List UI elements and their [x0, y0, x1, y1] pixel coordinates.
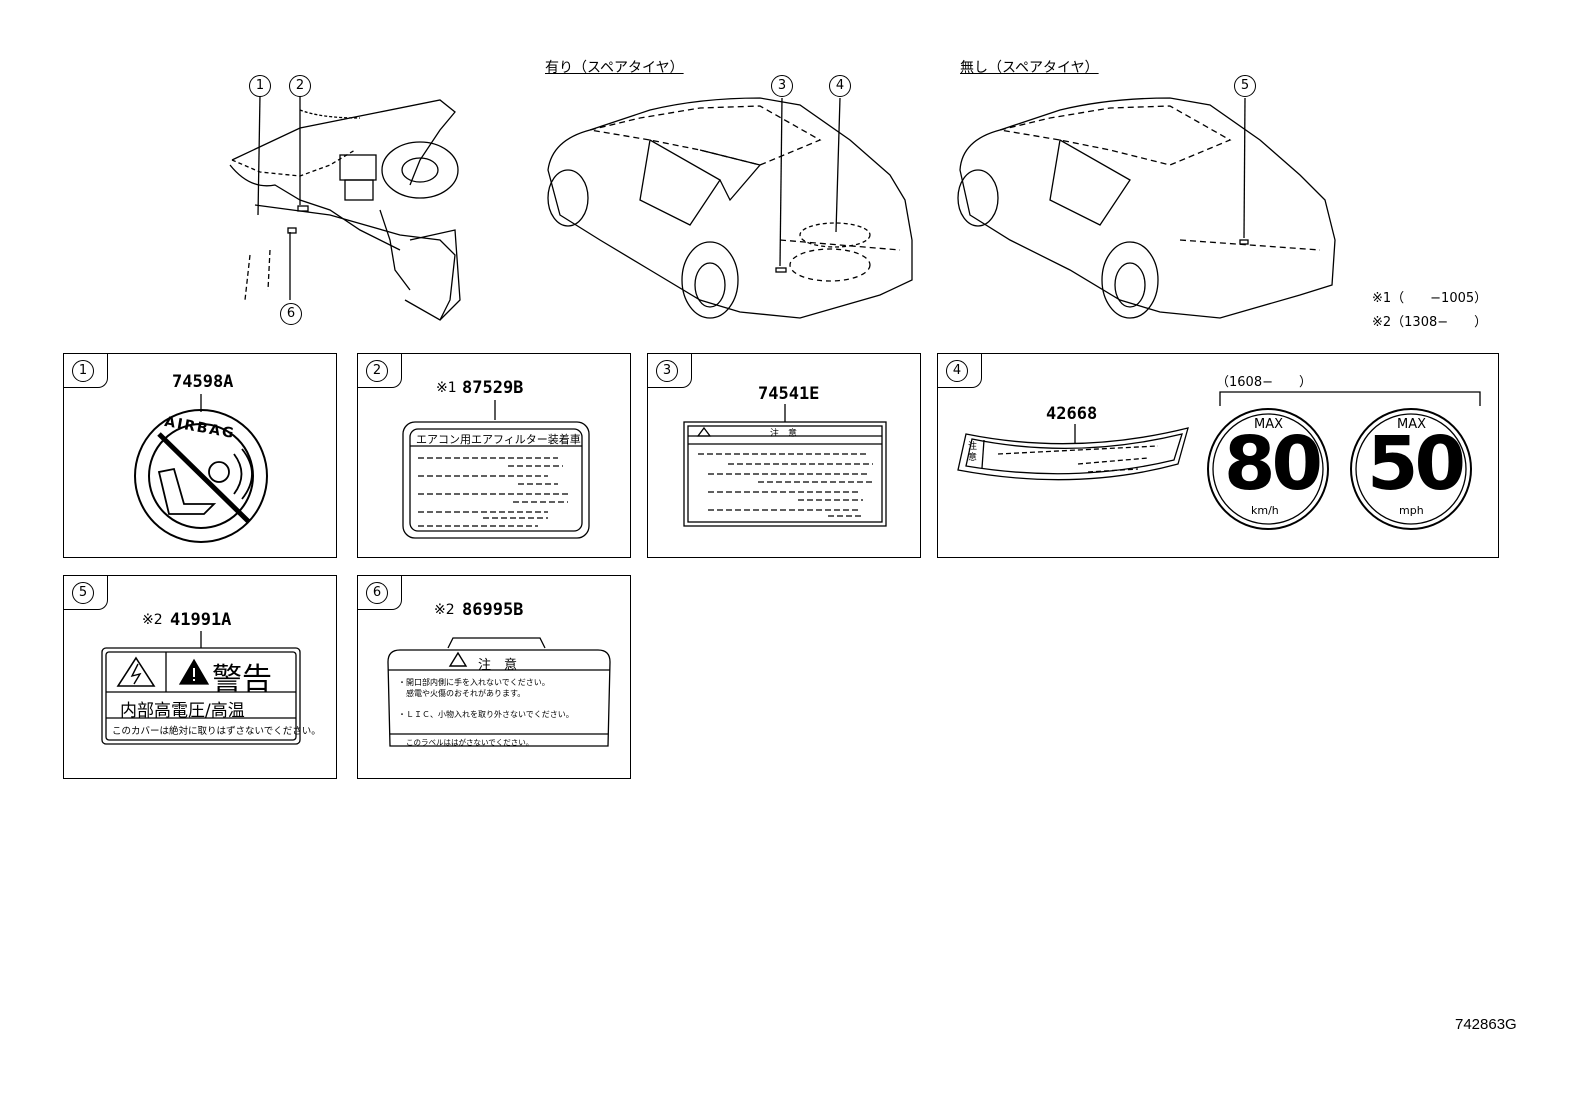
caution-footer: このラベルははがさないでください。: [406, 738, 534, 747]
car-without-spare-illustration: [957, 97, 1336, 319]
caution-label: [683, 404, 887, 527]
part-number: 41991A: [170, 610, 232, 630]
part-number: 74541E: [758, 384, 820, 404]
callout-2: 2: [289, 75, 311, 97]
do-not-remove-text: このカバーは絶対に取りはずさないでください。: [112, 726, 321, 737]
panel-tab: 6: [358, 576, 402, 610]
caution-title: 注 意: [478, 658, 518, 673]
bullet-1b: 感電や火傷のおそれがあります。: [398, 689, 526, 698]
panel-tab: 1: [64, 354, 108, 388]
panel-number: 5: [72, 582, 94, 604]
tire-labels: [957, 391, 1481, 530]
ac-filter-label: [402, 400, 590, 539]
callout-3: 3: [771, 75, 793, 97]
caution-label-6: [387, 637, 611, 747]
part-number: 86995B: [462, 600, 524, 620]
filter-label-title: エアコン用エアフィルター装着車: [416, 433, 581, 446]
note-1: ※1（ −1005）: [1372, 291, 1488, 306]
callout-5: 5: [1234, 75, 1256, 97]
panel-number: 2: [366, 360, 388, 382]
header-with-spare: 有り（スペアタイヤ）: [545, 60, 684, 76]
high-voltage-label: [101, 631, 301, 745]
panel-5: 5 ※2 41991A 警告 内部高電圧/高温 このカバーは絶対に取りはずさない…: [63, 575, 337, 779]
date-range: （1608− ）: [1216, 375, 1312, 390]
part-number: 87529B: [462, 378, 524, 398]
side-caution-text: 注意: [968, 442, 978, 463]
bullet-1a: ・開口部内側に手を入れないでください。: [398, 678, 550, 687]
figure-id: 742863G: [1455, 1016, 1517, 1033]
panel-1: 1 74598A AIRBAG: [63, 353, 337, 558]
bullet-2: ・ＬＩＣ、小物入れを取り外さないでください。: [398, 710, 574, 719]
panel-6: 6 ※2 86995B 注 意 ・開口部内側に手を入れないでください。 感電や火…: [357, 575, 631, 779]
part-number: 74598A: [172, 372, 234, 392]
speed-unit-1: km/h: [1251, 504, 1279, 517]
panel-tab: 2: [358, 354, 402, 388]
max-label-2: MAX: [1397, 417, 1427, 432]
airbag-label: [134, 394, 268, 543]
speed-unit-2: mph: [1399, 504, 1424, 517]
panel-number: 4: [946, 360, 968, 382]
max-label-1: MAX: [1254, 417, 1284, 432]
panel-number: 6: [366, 582, 388, 604]
callout-1: 1: [249, 75, 271, 97]
series-mark: ※2: [434, 602, 455, 618]
panel-tab: 5: [64, 576, 108, 610]
series-mark: ※1: [436, 380, 457, 396]
callout-4: 4: [829, 75, 851, 97]
series-mark: ※2: [142, 612, 163, 628]
car-with-spare-illustration: [547, 97, 913, 319]
speed-value-2: 50: [1367, 421, 1466, 507]
panel-2: 2 ※1 87529B エアコン用エアフィルター装着車: [357, 353, 631, 558]
panel-4: 4 42668 （1608− ） 注意 MAX 80 km/h MAX 50 m…: [937, 353, 1499, 558]
high-voltage-text: 内部高電圧/高温: [120, 701, 245, 721]
panel-number: 3: [656, 360, 678, 382]
panel-tab: 4: [938, 354, 982, 388]
panel-3: 3 74541E 注 意: [647, 353, 921, 558]
part-number: 42668: [1046, 404, 1098, 424]
note-2: ※2（1308− ）: [1372, 315, 1488, 330]
header-without-spare: 無し（スペアタイヤ）: [960, 60, 1099, 76]
speed-value-1: 80: [1224, 421, 1323, 507]
panel-tab: 3: [648, 354, 692, 388]
warning-text: 警告: [212, 662, 272, 697]
caution-text: 注 意: [770, 429, 798, 439]
panel-number: 1: [72, 360, 94, 382]
dashboard-illustration: [229, 94, 461, 321]
callout-6: 6: [280, 303, 302, 325]
